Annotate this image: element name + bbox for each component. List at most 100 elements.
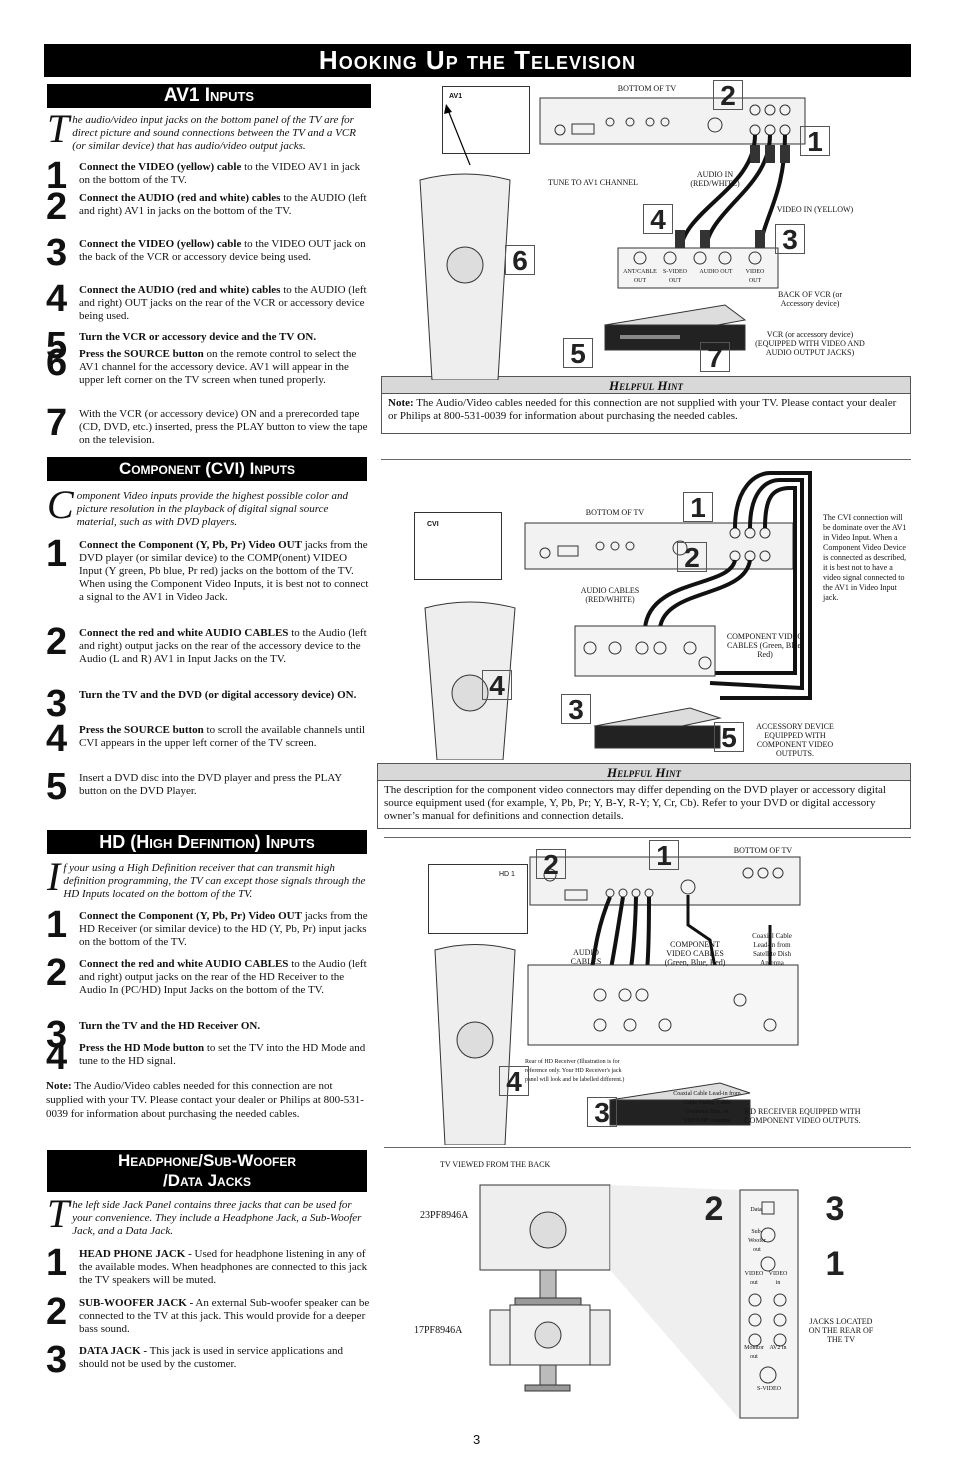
hd-note: Note: The Audio/Video cables needed for … bbox=[46, 1079, 370, 1121]
av1-step-text: With the VCR (or accessory device) ON an… bbox=[79, 408, 372, 447]
hd-step-text: Connect the red and white AUDIO CABLES t… bbox=[79, 958, 372, 997]
hd-step-text: Connect the Component (Y, Pb, Pr) Video … bbox=[79, 910, 372, 949]
hd-step-bold: Connect the Component (Y, Pb, Pr) Video … bbox=[79, 910, 302, 922]
cvi-side-note: The CVI connection will be dominate over… bbox=[823, 513, 907, 602]
av1-step-rest: on the remote control to select the AV1 … bbox=[79, 348, 357, 386]
av1-audio-out: AUDIO OUT bbox=[699, 269, 733, 275]
hp-step-bold: DATA JACK - bbox=[79, 1345, 148, 1357]
av1-step-rest: to the AUDIO (left and right) OUT jacks … bbox=[79, 284, 367, 322]
headphone-dropcap: T bbox=[47, 1191, 70, 1236]
hp-step-bold: HEAD PHONE JACK - bbox=[79, 1248, 192, 1260]
hd-step-bold: Turn the TV and the HD Receiver ON. bbox=[79, 1020, 261, 1032]
headphone-heading: Headphone/Sub-Woofer /Data Jacks bbox=[47, 1150, 367, 1192]
hd-coax-label: Coaxial Cable Lead-in from Satellite Dis… bbox=[752, 932, 792, 967]
cvi-step-text: Press the SOURCE button to scroll the av… bbox=[79, 724, 372, 750]
av1-vcr-label: VCR (or accessory device) (EQUIPPED WITH… bbox=[755, 330, 865, 357]
av1-callout-5: 5 bbox=[563, 338, 593, 369]
hd-note-label: Note: bbox=[46, 1080, 72, 1092]
hd-callout-1: 1 bbox=[649, 840, 679, 871]
av1-step-bold: Connect the VIDEO (yellow) cable bbox=[79, 161, 242, 173]
hp-callout-2: 2 bbox=[704, 1190, 724, 1228]
hd-step-text: Press the HD Mode button to set the TV i… bbox=[79, 1042, 372, 1068]
cvi-callout-1: 1 bbox=[683, 492, 713, 523]
hd-step-number: 2 bbox=[46, 952, 68, 994]
hp-panel-monitor: Monitor out bbox=[744, 1345, 764, 1360]
av1-video-out: VIDEO OUT bbox=[745, 269, 765, 284]
av1-step-number: 2 bbox=[46, 186, 68, 228]
cvi-step-number: 2 bbox=[46, 621, 68, 663]
hd-note-text: The Audio/Video cables needed for this c… bbox=[46, 1080, 364, 1120]
av1-callout-7: 7 bbox=[700, 342, 730, 373]
cvi-step-rest: jacks from the DVD player (or similar de… bbox=[79, 539, 369, 603]
hp-step-number: 1 bbox=[46, 1242, 68, 1284]
av1-step-text: Connect the AUDIO (red and white) cables… bbox=[79, 284, 372, 323]
cvi-hint-box: Helpful Hint The description for the com… bbox=[377, 763, 911, 829]
hd-coax2-label: Coaxial Cable Lead-in from Cable Outlet,… bbox=[673, 1091, 741, 1124]
av1-svideo-out: S-VIDEO OUT bbox=[663, 269, 687, 284]
av1-step-number: 5 bbox=[46, 325, 68, 367]
cvi-component-label: COMPONENT VIDEO CABLES (Green, Blue, Red… bbox=[726, 632, 804, 659]
hd-step-number: 3 bbox=[46, 1014, 68, 1056]
cvi-step-text: Connect the Component (Y, Pb, Pr) Video … bbox=[79, 539, 372, 604]
hp-panel-sub: Sub-Woofer out bbox=[748, 1229, 766, 1253]
av1-hint-body: The Audio/Video cables needed for this c… bbox=[388, 397, 897, 422]
av1-step-bold: Press the SOURCE button bbox=[79, 348, 204, 360]
av1-step-number: 7 bbox=[46, 402, 68, 444]
hp-panel-video-in: VIDEO in bbox=[768, 1271, 788, 1286]
page-title: Hooking Up the Television bbox=[44, 44, 911, 77]
av1-step-bold: Connect the AUDIO (red and white) cables bbox=[79, 284, 281, 296]
cvi-callout-2: 2 bbox=[677, 542, 707, 573]
cvi-step-text: Turn the TV and the DVD (or digital acce… bbox=[79, 689, 372, 702]
av1-video-in-label: VIDEO IN (YELLOW) bbox=[776, 205, 854, 214]
av1-step-text: Connect the AUDIO (red and white) cables… bbox=[79, 192, 372, 218]
hd-receiver-label: HD RECEIVER EQUIPPED WITH COMPONENT VIDE… bbox=[744, 1107, 861, 1125]
hp-step-1: 1 HEAD PHONE JACK - Used for headphone li… bbox=[46, 1244, 372, 1287]
av1-intro-text: he audio/video input jacks on the bottom… bbox=[72, 114, 356, 152]
av1-step-text: Connect the VIDEO (yellow) cable to the … bbox=[79, 161, 372, 187]
cvi-hint-title: Helpful Hint bbox=[378, 764, 910, 781]
hp-jacks-label: JACKS LOCATED ON THE REAR OF THE TV bbox=[808, 1317, 874, 1344]
av1-callout-2: 2 bbox=[713, 80, 743, 111]
headphone-heading-line1: Headphone/Sub-Woofer bbox=[117, 1151, 297, 1170]
hp-step-text: HEAD PHONE JACK - Used for headphone lis… bbox=[79, 1248, 372, 1287]
hp-diagram-svg bbox=[479, 1184, 799, 1420]
av1-screen-label: AV1 bbox=[449, 93, 463, 100]
av1-hint-title: Helpful Hint bbox=[382, 377, 910, 394]
divider-1 bbox=[381, 459, 911, 460]
cvi-step-1: 1 Connect the Component (Y, Pb, Pr) Video… bbox=[46, 535, 372, 604]
hp-step-text: SUB-WOOFER JACK - An external Sub-woofer… bbox=[79, 1297, 372, 1336]
cvi-step-bold: Press the SOURCE button bbox=[79, 724, 204, 736]
hd-rear-label: Rear of HD Receiver (Illustration is for… bbox=[525, 1059, 625, 1083]
av1-step-text: Connect the VIDEO (yellow) cable to the … bbox=[79, 238, 372, 264]
cvi-step-number: 1 bbox=[46, 533, 68, 575]
cvi-step-rest: to scroll the available channels until C… bbox=[79, 724, 366, 749]
cvi-step-rest: Insert a DVD disc into the DVD player an… bbox=[79, 772, 342, 797]
av1-hint-box: Helpful Hint Note: The Audio/Video cable… bbox=[381, 376, 911, 434]
hd-callout-4: 4 bbox=[499, 1066, 529, 1097]
cvi-dropcap: C bbox=[47, 482, 74, 527]
av1-step-number: 4 bbox=[46, 278, 68, 320]
cvi-step-bold: Connect the Component (Y, Pb, Pr) Video … bbox=[79, 539, 302, 551]
cvi-diagram-svg bbox=[424, 471, 812, 760]
av1-callout-1: 1 bbox=[800, 126, 830, 157]
av1-tv-screen: AV1 bbox=[442, 86, 530, 154]
av1-callout-6: 6 bbox=[505, 245, 535, 276]
cvi-step-bold: Turn the TV and the DVD (or digital acce… bbox=[79, 689, 357, 701]
page-number: 3 bbox=[473, 1432, 481, 1447]
av1-bottom-label: BOTTOM OF TV bbox=[617, 84, 677, 93]
cvi-screen-label: CVI bbox=[427, 521, 439, 528]
hd-component-label: COMPONENT VIDEO CABLES (Green, Blue, Red… bbox=[664, 940, 726, 967]
